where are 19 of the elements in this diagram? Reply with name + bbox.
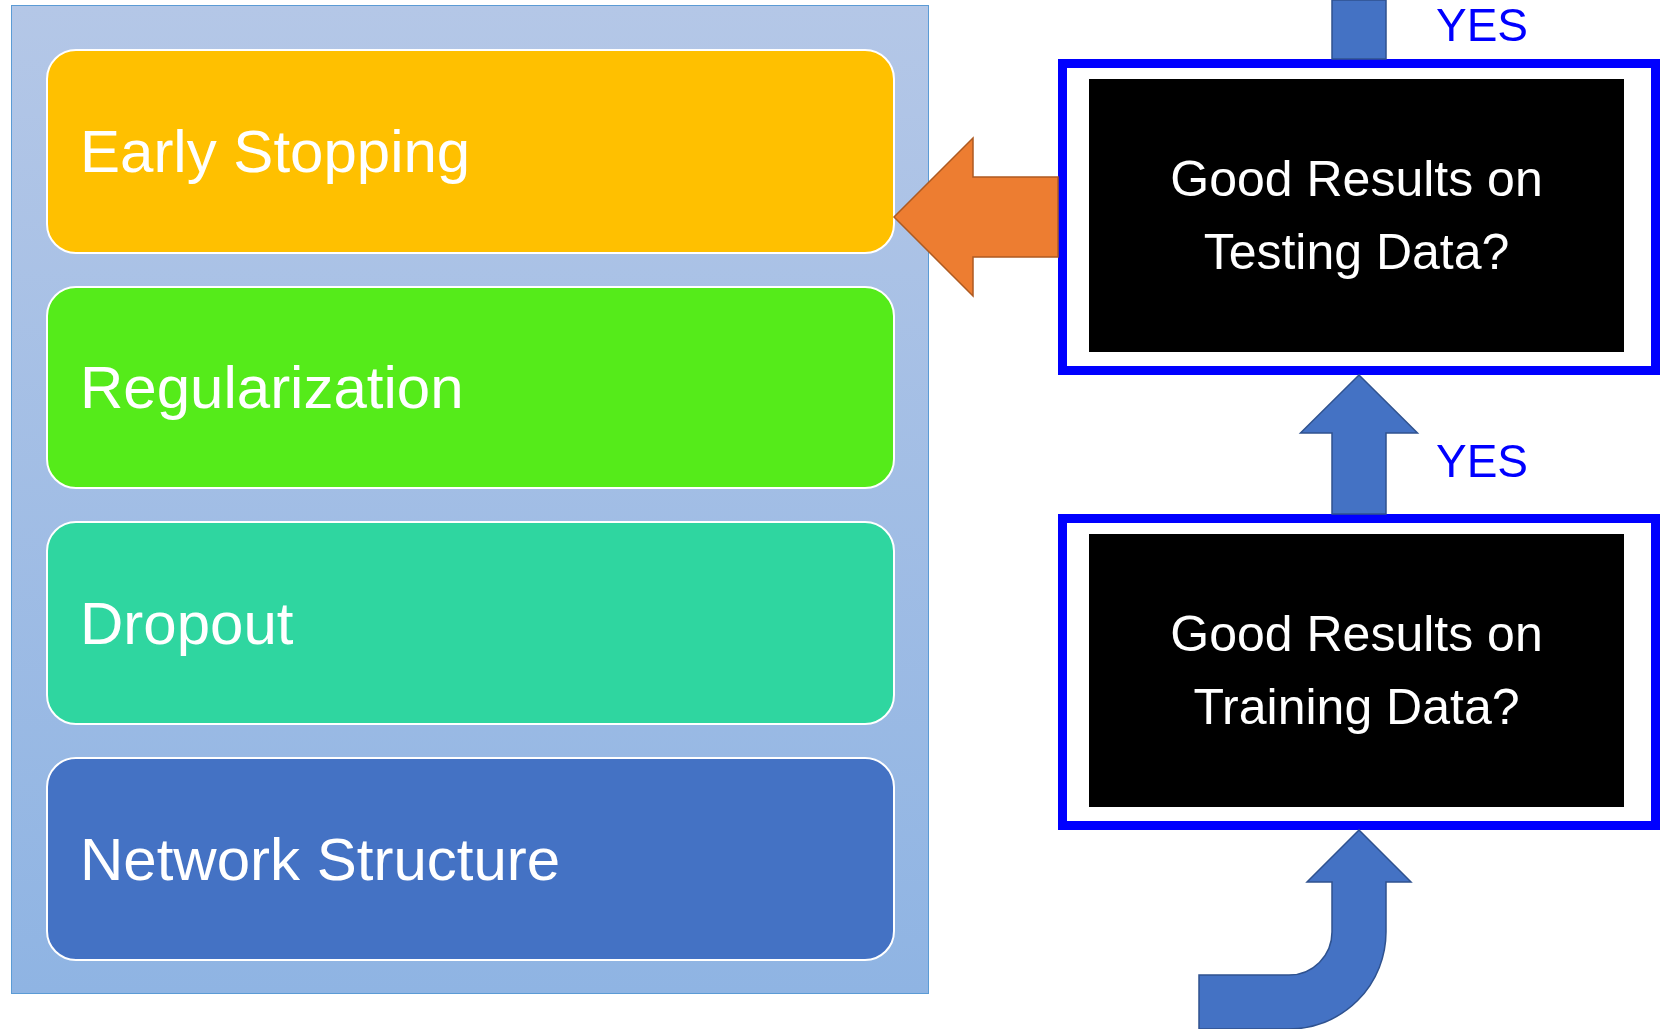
method-label: Network Structure bbox=[80, 824, 561, 894]
method-box bbox=[46, 49, 895, 254]
panel-background bbox=[11, 5, 929, 994]
decision-box bbox=[1058, 514, 1660, 830]
question-text: Good Results on Training Data? bbox=[1089, 534, 1624, 807]
method-label: Dropout bbox=[80, 588, 294, 658]
method-box bbox=[46, 286, 895, 489]
method-label: Regularization bbox=[80, 353, 464, 422]
decision-box bbox=[1058, 59, 1660, 375]
method-box bbox=[46, 757, 895, 961]
block-arrow bbox=[892, 136, 1059, 298]
question-text: Good Results on Testing Data? bbox=[1089, 79, 1624, 352]
block-arrow bbox=[1198, 829, 1412, 1029]
branch-label: YES bbox=[1436, 0, 1529, 52]
branch-label: YES bbox=[1436, 434, 1529, 488]
method-box bbox=[46, 521, 895, 725]
method-label: Early Stopping bbox=[80, 117, 471, 186]
block-arrow bbox=[1298, 373, 1420, 515]
block-arrow bbox=[1331, 0, 1387, 60]
